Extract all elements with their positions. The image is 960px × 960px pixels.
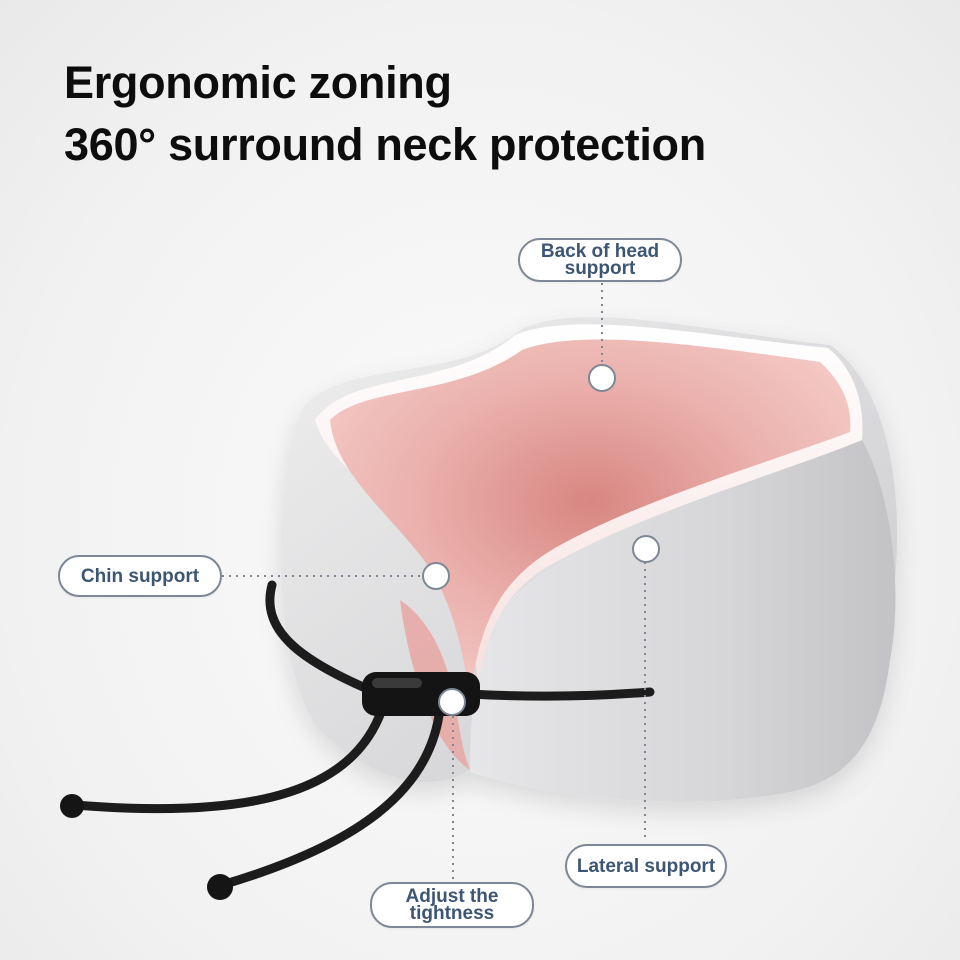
pillow-right-side (470, 440, 896, 802)
marker-adjust (438, 688, 466, 716)
callout-markers (422, 364, 660, 716)
marker-lateral (632, 535, 660, 563)
leader-lines (222, 283, 646, 880)
cord-end-left (60, 794, 84, 818)
callout-back-of-head-line-2: support (564, 258, 636, 279)
callout-lateral-support: Lateral support (565, 844, 727, 888)
callout-back-of-head-support: Back of head support (518, 238, 682, 282)
drawstring-cord (60, 580, 655, 900)
pillow-inner-channel (330, 339, 851, 700)
marker-back-of-head (588, 364, 616, 392)
cord-end-bottom (207, 874, 233, 900)
headline: Ergonomic zoning 360° surround neck prot… (64, 52, 706, 176)
callout-lateral-label: Lateral support (576, 855, 716, 877)
marker-chin (422, 562, 450, 590)
headline-line-1: Ergonomic zoning (64, 57, 452, 108)
callout-chin-support: Chin support (58, 555, 222, 597)
callout-adjust-tightness: Adjust the tightness (370, 882, 534, 928)
headline-line-2: 360° surround neck protection (64, 119, 706, 170)
callout-chin-label: Chin support (80, 565, 200, 587)
callout-adjust-line-2: tightness (409, 903, 495, 924)
callout-back-of-head-line-1: Back of head (540, 241, 660, 262)
callout-adjust-line-1: Adjust the (405, 886, 499, 907)
cord-toggle-highlight (372, 678, 422, 688)
